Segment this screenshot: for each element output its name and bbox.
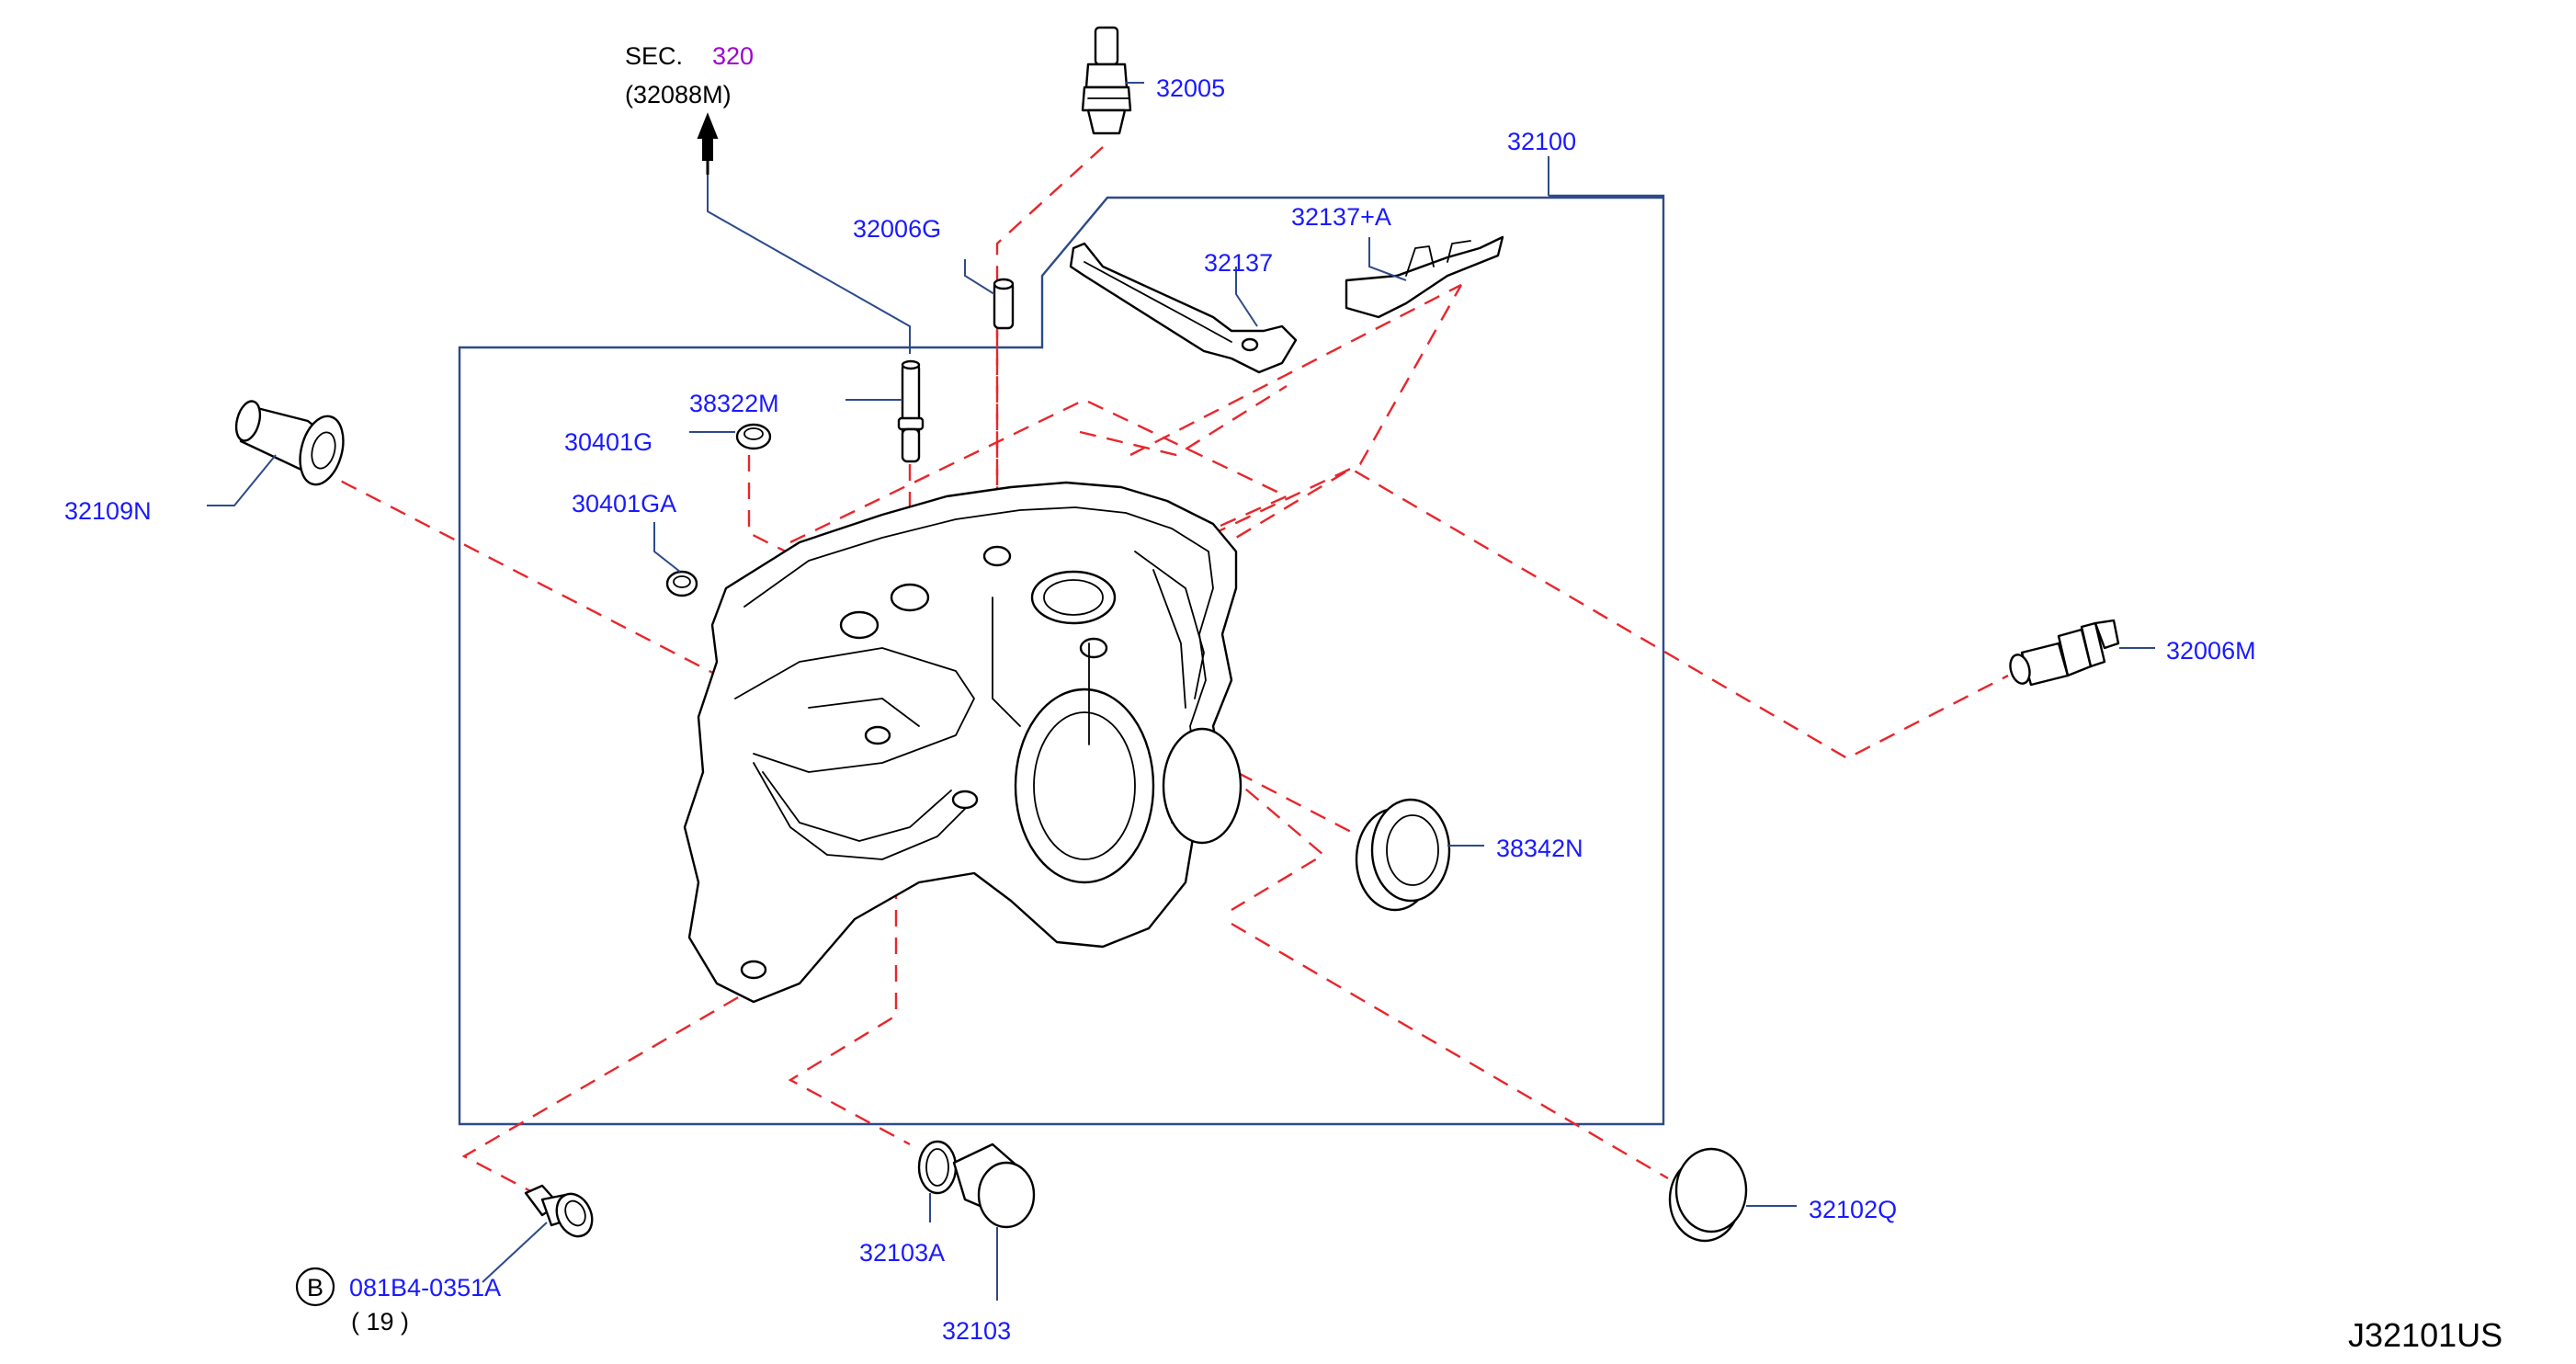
cap-32102Q bbox=[1668, 1147, 1748, 1243]
section-number: 320 bbox=[712, 42, 754, 70]
switch-32005 bbox=[1081, 26, 1132, 135]
oring-32103A bbox=[917, 1140, 958, 1195]
bolt-callout: B 081B4-0351A ( 19 ) bbox=[295, 1267, 501, 1336]
bolt-quantity: ( 19 ) bbox=[351, 1308, 409, 1336]
pin-38322M bbox=[897, 359, 925, 463]
bolt-marker-circle bbox=[295, 1267, 335, 1307]
label-32102Q: 32102Q bbox=[1809, 1196, 1897, 1223]
label-32005: 32005 bbox=[1156, 74, 1225, 102]
plug-32006G bbox=[993, 278, 1015, 330]
label-32006M: 32006M bbox=[2166, 637, 2256, 665]
transmission-case bbox=[683, 481, 1243, 1004]
label-30401GA: 30401GA bbox=[572, 490, 676, 517]
label-32103: 32103 bbox=[942, 1317, 1011, 1345]
assembly-frame bbox=[458, 194, 1665, 1126]
label-32006G: 32006G bbox=[853, 215, 941, 243]
section-prefix: SEC. bbox=[625, 42, 683, 70]
bracket-32137 bbox=[1069, 242, 1298, 374]
bolt-part-number: 081B4-0351A bbox=[349, 1274, 501, 1301]
section-arrow bbox=[697, 112, 719, 175]
alignment-lines bbox=[316, 146, 2009, 1197]
label-38322M: 38322M bbox=[689, 390, 779, 417]
label-32103A: 32103A bbox=[859, 1239, 945, 1267]
switch-32006M bbox=[2009, 619, 2120, 687]
seal-30401G bbox=[735, 423, 772, 450]
tube-32109N bbox=[234, 400, 345, 486]
label-32137: 32137 bbox=[1204, 249, 1273, 277]
plug-32103 bbox=[952, 1142, 1036, 1229]
label-32137A: 32137+A bbox=[1291, 203, 1391, 231]
seal-38342N bbox=[1355, 798, 1451, 912]
bolt-081B4 bbox=[524, 1184, 594, 1238]
leader-lines bbox=[207, 82, 2155, 1301]
label-32100: 32100 bbox=[1507, 128, 1576, 155]
diagram-code: J32101US bbox=[2348, 1316, 2502, 1354]
bolt-marker: B bbox=[307, 1274, 323, 1301]
section-reference: SEC. 320 (32088M) bbox=[625, 42, 754, 108]
label-30401G: 30401G bbox=[564, 428, 653, 456]
seal-30401GA bbox=[665, 570, 698, 597]
label-32109N: 32109N bbox=[64, 497, 152, 525]
bracket-32137A bbox=[1345, 235, 1504, 319]
section-part: (32088M) bbox=[625, 81, 732, 108]
label-38342N: 38342N bbox=[1496, 835, 1583, 862]
